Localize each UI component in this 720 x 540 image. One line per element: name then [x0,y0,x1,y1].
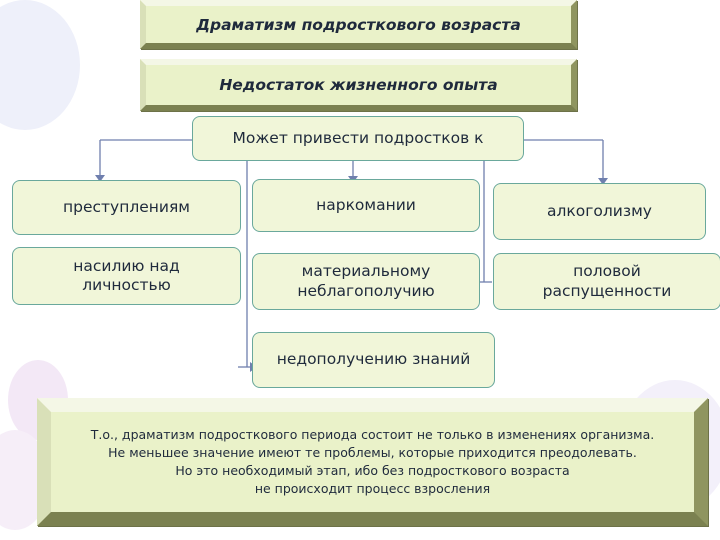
subtitle-box: Недостаток жизненного опыта [140,59,577,111]
root-node-text: Может привести подростков к [232,128,484,147]
outcome-drugs-text: наркомании [316,195,416,214]
arrowhead [95,175,105,182]
outcome-drugs: наркомании [252,179,480,232]
outcome-violence-line1: насилию над [73,256,180,275]
outcome-violence: насилию над личностью [12,247,241,305]
outcome-violence-line2: личностью [82,276,171,294]
outcome-alcohol-text: алкоголизму [547,201,652,220]
outcome-promiscuity: половой распущенности [493,253,720,310]
outcome-promiscuity-line1: половой [573,262,641,281]
outcome-crime-text: преступлениям [62,197,191,216]
conclusion-line: Т.о., драматизм подросткового периода со… [90,426,655,442]
outcome-alcohol: алкоголизму [493,183,706,240]
outcome-poverty-line1: материальному [301,262,431,281]
conclusion-line: не происходит процесс взросления [254,481,491,497]
arrowhead [598,178,608,185]
main-title: Драматизм подросткового возраста [140,0,577,49]
outcome-poverty: материальному неблагополучию [252,253,480,310]
conclusion-line: Но это необходимый этап, ибо без подрост… [175,463,570,478]
subtitle-text: Недостаток жизненного опыта [219,76,498,94]
outcome-crime: преступлениям [12,180,241,235]
conclusion-line: Не меньшее значение имеют те проблемы, к… [108,444,637,460]
outcome-poverty-line2: неблагополучию [297,281,435,300]
conclusion-box: Т.о., драматизм подросткового периода со… [37,398,708,526]
outcome-promiscuity-line2: распущенности [542,281,672,300]
main-title-text: Драматизм подросткового возраста [196,15,521,34]
root-node: Может привести подростков к [192,116,524,161]
outcome-knowledge: недополучению знаний [252,332,495,388]
outcome-knowledge-text: недополучению знаний [276,350,471,369]
